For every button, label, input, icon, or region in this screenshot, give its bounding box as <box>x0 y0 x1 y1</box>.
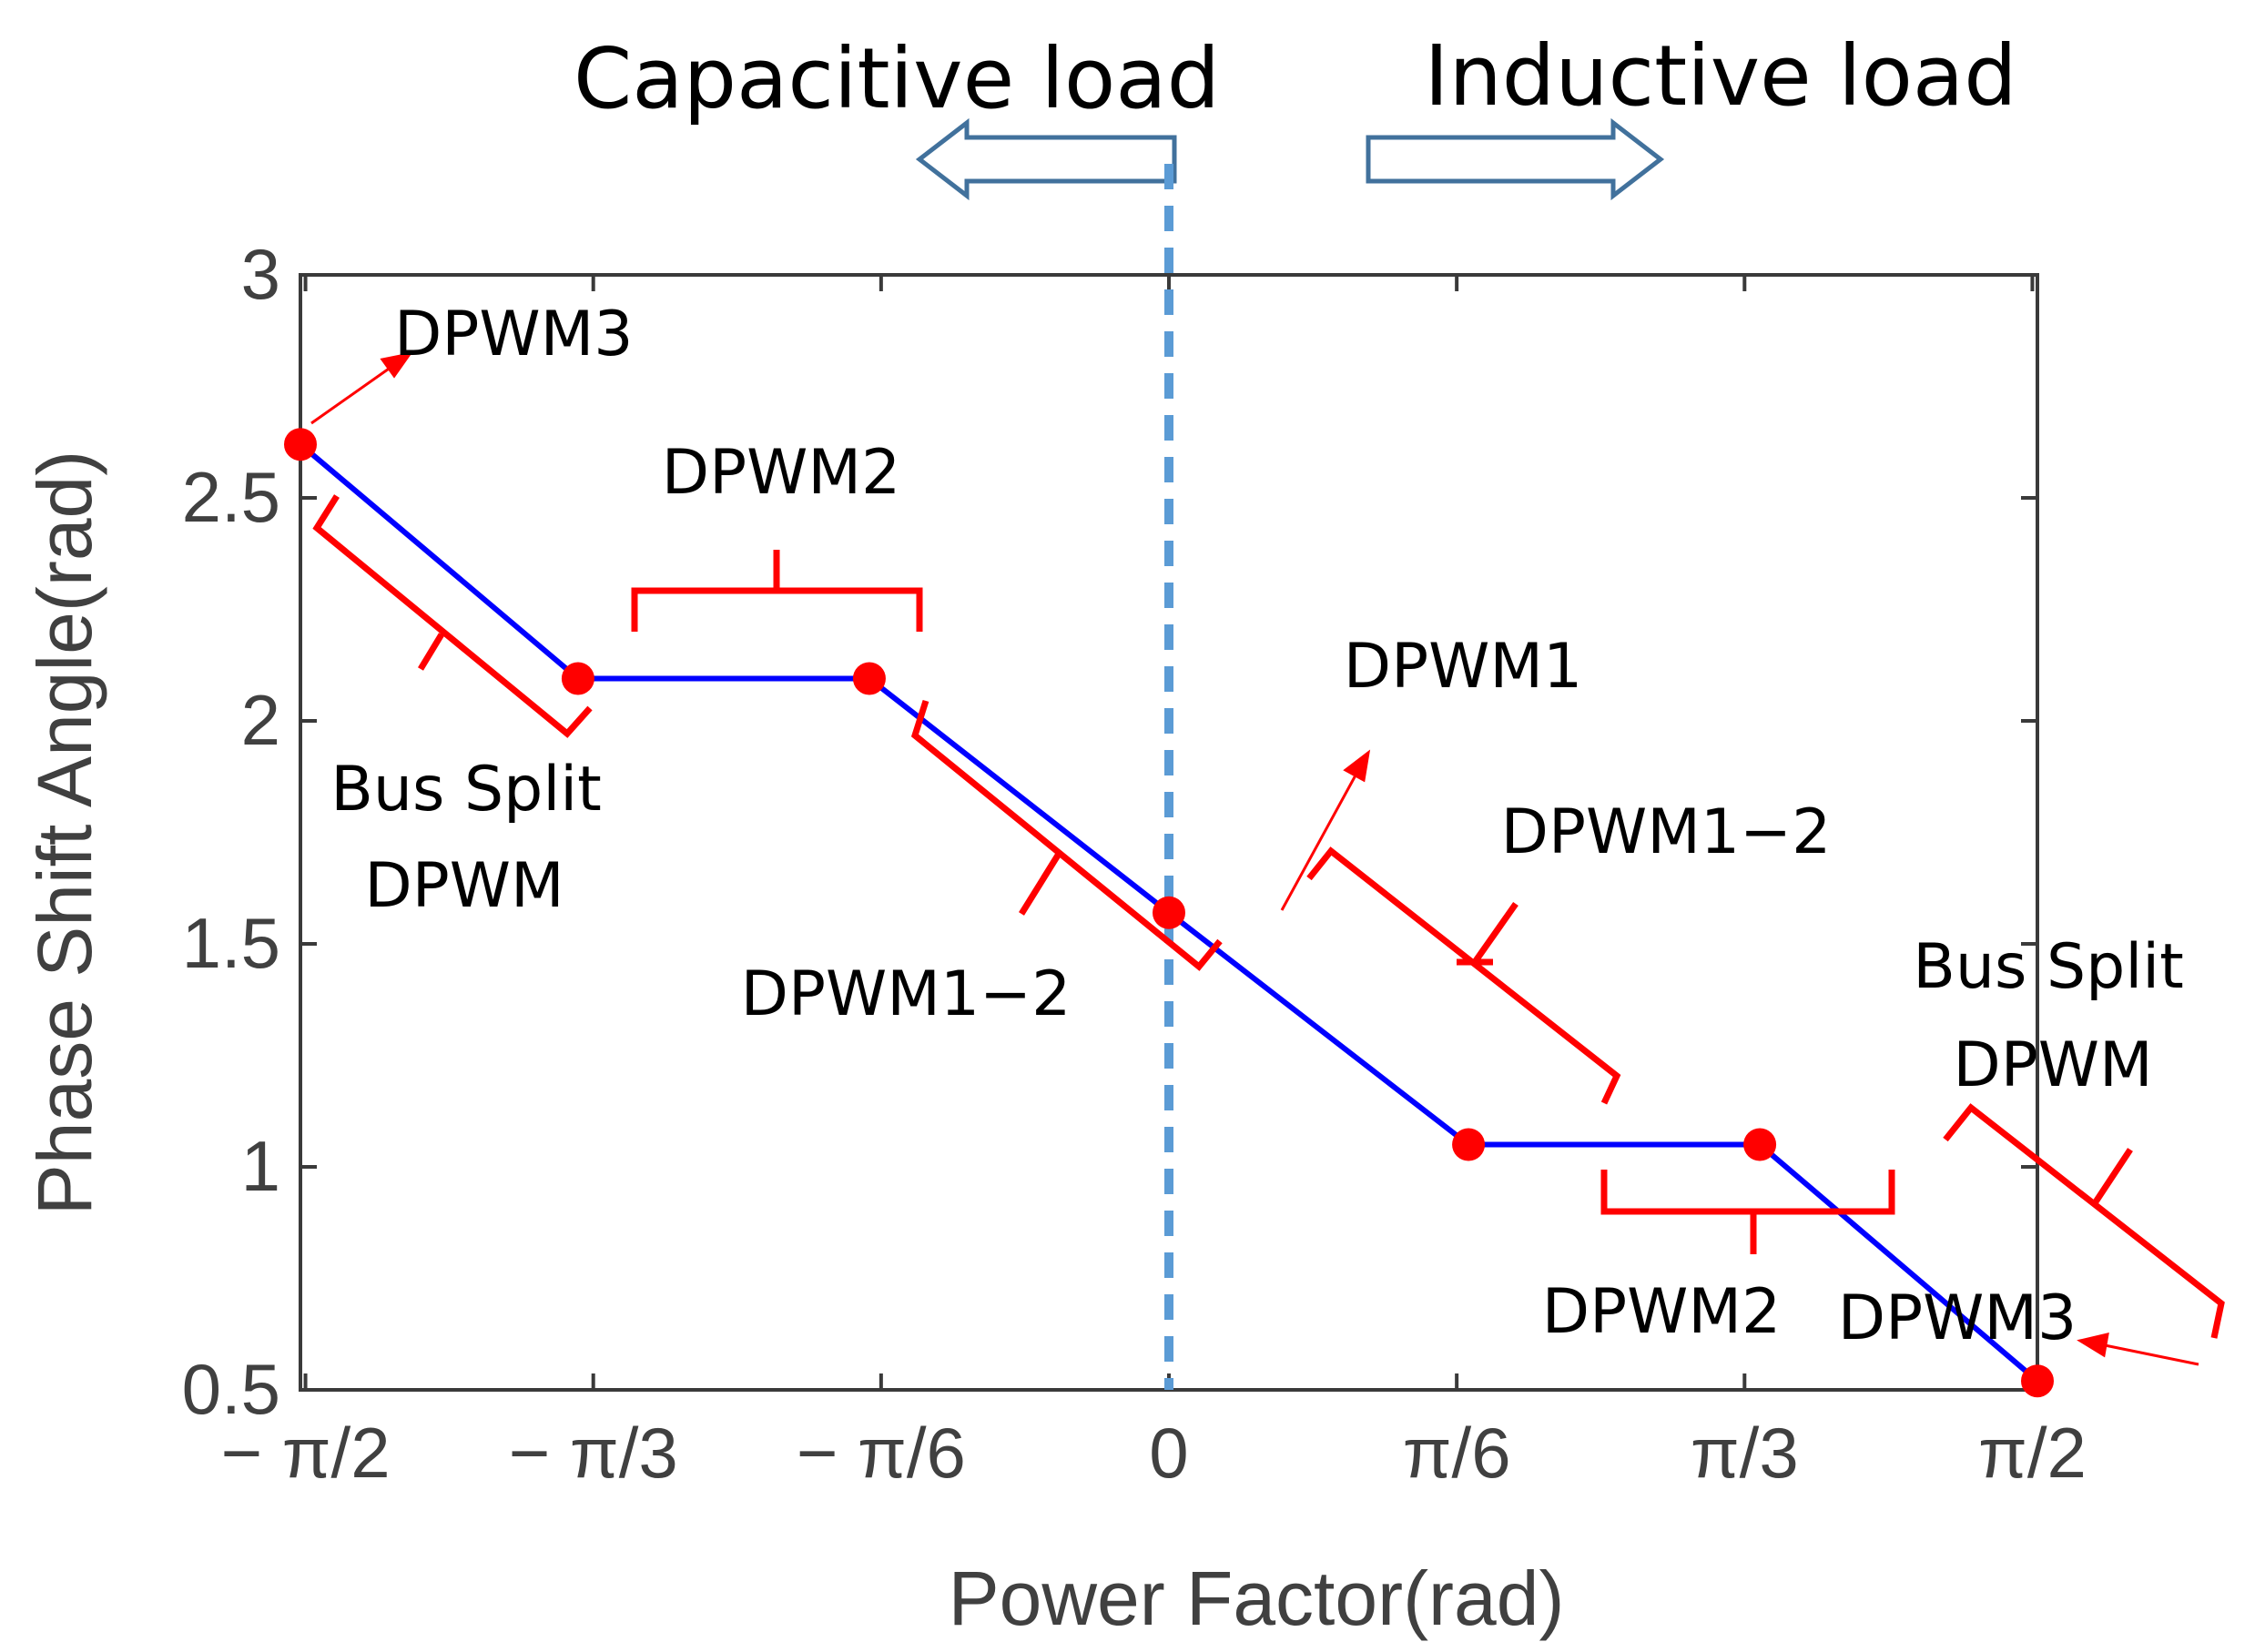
anno-bus-split-right: Bus Split <box>1913 931 2184 1003</box>
capacitive-arrow-icon <box>915 117 1177 201</box>
axis-ticks: − π/2 − π/3 − π/6 0 π/6 π/3 π/2 0.5 1 1.5 2 2.5 3 <box>182 234 2087 1493</box>
capacitive-load-label: Capacitive load <box>574 30 1220 127</box>
y-tick-label: 2 <box>241 680 280 760</box>
anno-dpwm3-bottom: DPWM3 <box>1838 1282 2077 1354</box>
data-point <box>1452 1128 1486 1161</box>
x-tick-label: 0 <box>1149 1413 1188 1493</box>
markers <box>284 428 2054 1398</box>
inductive-load-label: Inductive load <box>1424 27 2016 125</box>
x-tick-label: π/6 <box>1403 1413 1511 1493</box>
anno-dpwm2-left: DPWM2 <box>662 437 901 509</box>
arrowhead-dpwm1-icon <box>1343 749 1371 783</box>
bracket-dpwm12-left <box>910 699 1223 971</box>
annotation-arrows <box>310 351 2199 1366</box>
data-point <box>2021 1364 2054 1398</box>
y-tick-label: 1.5 <box>182 903 280 983</box>
x-tick-label: − π/2 <box>221 1413 391 1493</box>
anno-dpwm1: DPWM1 <box>1344 631 1583 703</box>
bracket-dpwm2-left <box>631 550 923 632</box>
anno-dpwm2-right: DPWM2 <box>1542 1276 1782 1348</box>
bracket-dpwm12-right <box>1306 846 1621 1105</box>
x-tick-label: − π/3 <box>509 1413 678 1493</box>
data-point <box>852 662 886 695</box>
y-tick-label: 2.5 <box>182 457 280 537</box>
anno-dpwm12-left: DPWM1−2 <box>741 958 1072 1030</box>
y-tick-label: 3 <box>241 234 280 314</box>
y-tick-label: 1 <box>241 1126 280 1206</box>
x-tick-label: π/2 <box>1978 1413 2087 1493</box>
x-tick-label: π/3 <box>1691 1413 1799 1493</box>
inductive-arrow-icon <box>1366 117 1665 201</box>
y-axis-title: Phase Shift Angle(rad) <box>22 451 107 1216</box>
arrowhead-dpwm3-bottom-icon <box>2077 1333 2109 1358</box>
anno-dpwm12-right: DPWM1−2 <box>1501 796 1832 868</box>
arrow-dpwm3-bottom <box>2104 1343 2199 1366</box>
arrow-dpwm1 <box>1280 773 1358 911</box>
x-tick-label: − π/6 <box>797 1413 966 1493</box>
data-point <box>561 662 594 695</box>
data-point <box>1153 896 1185 929</box>
y-tick-label: 0.5 <box>182 1349 280 1429</box>
arrow-dpwm3-top <box>310 365 392 425</box>
bracket-bus-split-right <box>1943 1103 2225 1339</box>
bracket-dpwm2-right <box>1600 1170 1895 1254</box>
anno-dpwm-right: DPWM <box>1953 1029 2152 1101</box>
bracket-bus-split-left <box>312 494 593 738</box>
anno-dpwm3-top: DPWM3 <box>394 299 634 370</box>
anno-bus-split-left: Bus Split <box>330 754 602 826</box>
data-point <box>284 428 317 461</box>
x-axis-title: Power Factor(rad) <box>949 1556 1565 1641</box>
arrowhead-dpwm3-top-icon <box>380 351 413 379</box>
anno-dpwm-left: DPWM <box>364 850 564 922</box>
data-point <box>1743 1128 1777 1161</box>
annotation-brackets <box>312 494 2225 1339</box>
